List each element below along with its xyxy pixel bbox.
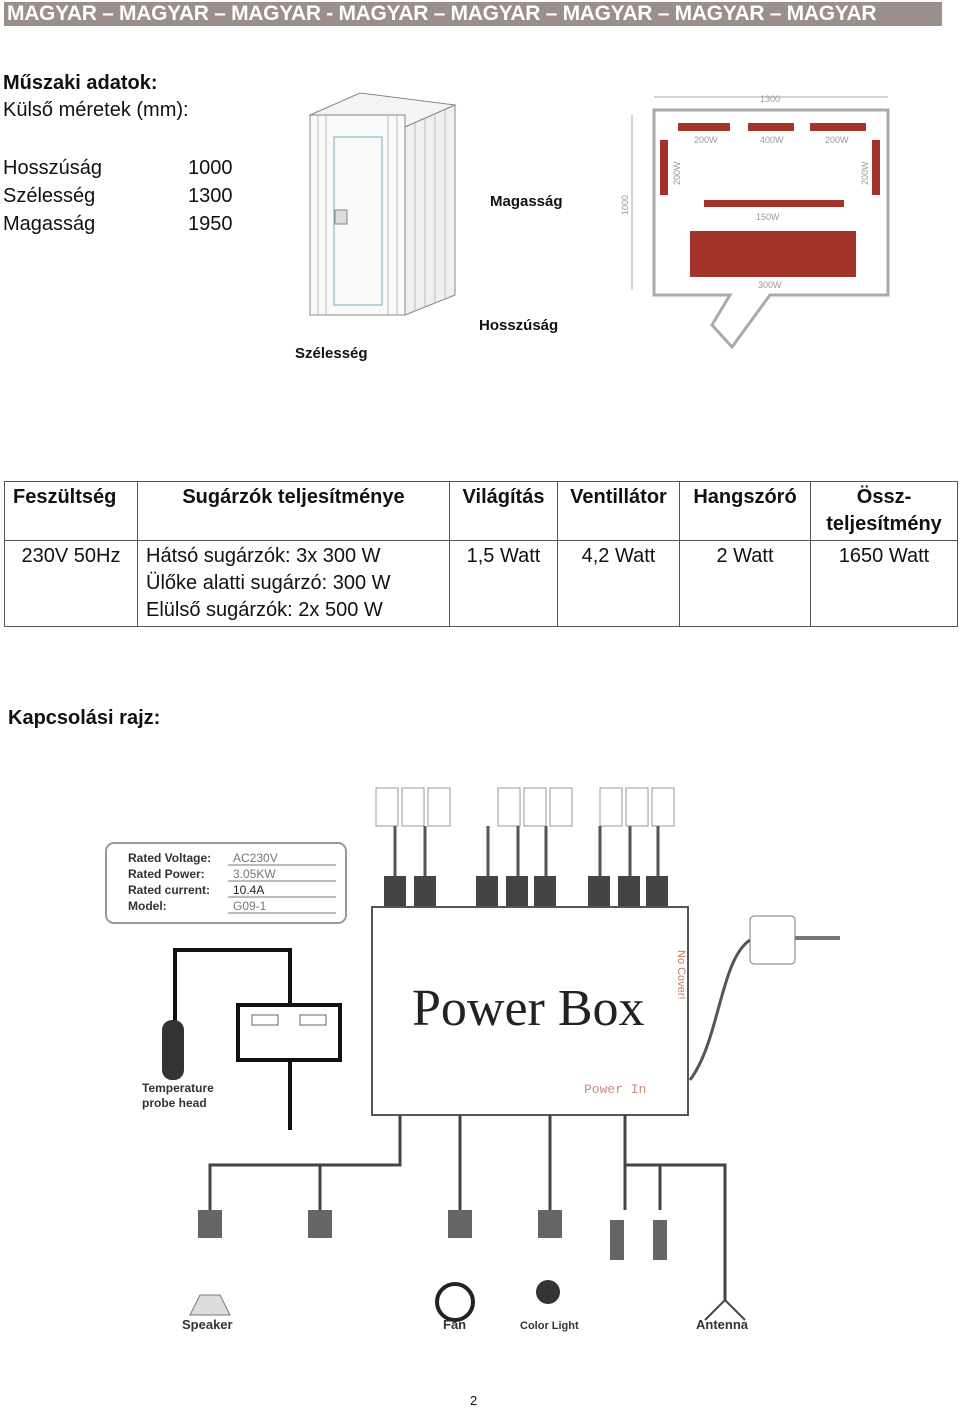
color-light-icon: [536, 1280, 560, 1304]
specs-title: Műszaki adatok:: [3, 72, 158, 94]
output-label: Speaker: [182, 1317, 233, 1332]
col-header: Sugárzók teljesítménye: [137, 481, 450, 541]
cell-lighting: 1,5 Watt: [449, 540, 558, 627]
heater-line: Ülőke alatti sugárzó: 300 W: [146, 572, 391, 594]
length-label: Hosszúság: [479, 317, 559, 334]
heater-line: Hátsó sugárzók: 3x 300 W: [146, 545, 381, 567]
rating-key: Model:: [128, 899, 167, 913]
fan-icon: [435, 1282, 475, 1322]
heater-label: 400W: [760, 135, 784, 145]
rating-plate: [105, 842, 347, 924]
floor-plan-diagram: 1300 1000 200W 400W 200W 200W 200W 150W …: [620, 94, 890, 350]
dimensions-list: Hosszúság 1000 Szélesség 1300 Magasság 1950: [3, 154, 233, 238]
heater-label: 200W: [825, 135, 849, 145]
col-header-total: Össz-teljesítmény: [810, 481, 958, 541]
dimension-row: Magasság 1950: [3, 210, 233, 238]
rating-value: G09-1: [233, 899, 267, 913]
cell-heaters: Hátsó sugárzók: 3x 300 W Ülőke alatti su…: [137, 540, 450, 627]
dimension-row: Hosszúság 1000: [3, 154, 233, 182]
col-header: Hangszóró: [679, 481, 811, 541]
probe-label: Temperature: [142, 1081, 214, 1095]
rating-value: AC230V: [233, 851, 278, 865]
output-label: Color Light: [520, 1320, 579, 1332]
dimension-value: 1000: [188, 157, 233, 179]
heater-label: 200W: [860, 161, 870, 185]
rating-key: Rated current:: [128, 883, 210, 897]
no-cover-warning: No Cover!: [675, 950, 687, 1000]
heater-label: 200W: [672, 161, 682, 185]
wiring-title: Kapcsolási rajz:: [8, 707, 161, 729]
language-banner: MAGYAR – MAGYAR – MAGYAR - MAGYAR – MAGY…: [4, 2, 942, 26]
header-line: Össz-: [856, 486, 912, 508]
height-label: Magasság: [490, 193, 563, 210]
speaker-icon: [189, 1294, 231, 1316]
heater-label: 150W: [756, 212, 780, 222]
dimension-label: Hosszúság: [3, 157, 102, 179]
col-header: Feszültség: [4, 481, 138, 541]
cell-voltage: 230V 50Hz: [4, 540, 138, 627]
heater-line: Elülső sugárzók: 2x 500 W: [146, 599, 383, 621]
page-number: 2: [470, 1393, 478, 1408]
rating-key: Rated Power:: [128, 867, 205, 881]
floorplan-width: 1300: [760, 94, 780, 104]
power-box-title: Power Box: [412, 980, 645, 1037]
heater-label: 300W: [758, 280, 782, 290]
rating-value: 3.05KW: [233, 867, 276, 881]
sauna-cabin-illustration: [308, 92, 457, 316]
rating-value: 10.4A: [233, 883, 264, 897]
cell-total: 1650 Watt: [810, 540, 958, 627]
power-in-label: Power In: [584, 1082, 646, 1097]
rating-key: Rated Voltage:: [128, 851, 211, 865]
dimension-row: Szélesség 1300: [3, 182, 233, 210]
specifications-table: Feszültség Sugárzók teljesítménye Világí…: [4, 481, 958, 627]
output-label: Antenna: [696, 1317, 749, 1332]
power-box: [371, 906, 689, 1116]
header-line: teljesítmény: [826, 513, 942, 535]
specs-subtitle: Külső méretek (mm):: [3, 99, 189, 121]
control-panel-icon: [236, 1003, 342, 1062]
antenna-icon: [704, 1298, 746, 1321]
cell-fan: 4,2 Watt: [557, 540, 680, 627]
dimension-value: 1950: [188, 213, 233, 235]
heater-label: 200W: [694, 135, 718, 145]
col-header: Ventillátor: [557, 481, 680, 541]
probe-label: probe head: [142, 1096, 207, 1110]
table-header-row: Feszültség Sugárzók teljesítménye Világí…: [4, 481, 958, 541]
dimension-value: 1300: [188, 185, 233, 207]
table-row: 230V 50Hz Hátsó sugárzók: 3x 300 W Ülőke…: [4, 540, 958, 627]
col-header: Világítás: [449, 481, 558, 541]
dimension-label: Magasság: [3, 213, 96, 235]
cell-speaker: 2 Watt: [679, 540, 811, 627]
temperature-probe-icon: [162, 1020, 184, 1080]
floorplan-depth: 1000: [620, 195, 630, 215]
wiring-diagram: Rated Voltage: Rated Power: Rated curren…: [105, 787, 840, 1332]
width-label: Szélesség: [295, 345, 368, 362]
dimension-label: Szélesség: [3, 185, 96, 207]
output-label: Fan: [443, 1317, 466, 1332]
power-plug-icon: [749, 915, 796, 965]
